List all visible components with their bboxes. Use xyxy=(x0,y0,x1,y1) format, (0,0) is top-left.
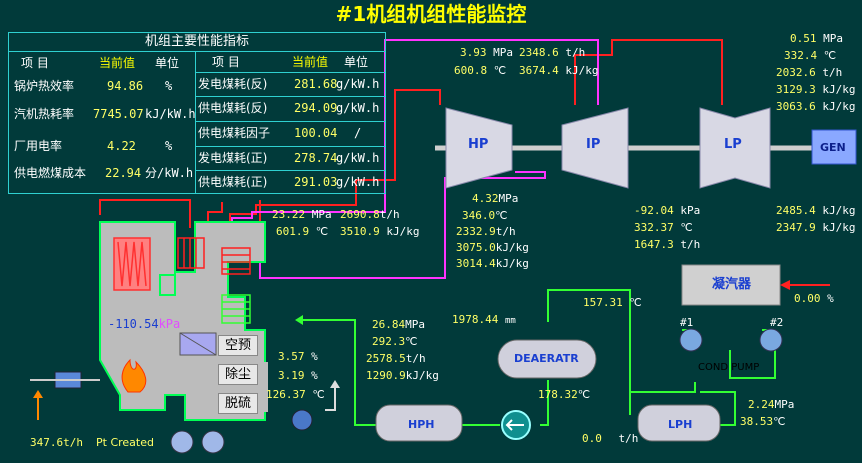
reheater-coils xyxy=(177,237,251,275)
lp-turbine-label: LP xyxy=(724,137,742,152)
fw-enthalpy: 1290.9kJ/kg xyxy=(366,369,439,382)
fw-pressure: 26.84MPa xyxy=(372,318,425,331)
lph-body xyxy=(637,404,721,442)
makeup-value: 0.00 % xyxy=(794,292,834,305)
lph-temp: 38.53℃ xyxy=(740,415,786,428)
deaerator-body xyxy=(497,339,597,379)
deaerator-temp-out: 178.32℃ xyxy=(538,388,591,401)
table-row: 供电煤耗(反) 294.09 g/kW.h xyxy=(196,97,385,122)
main-steam-flow: 2690.8t/h xyxy=(340,208,400,221)
coal-flow: 347.6t/h xyxy=(30,436,83,449)
dust-collector-label: 除尘 xyxy=(218,364,258,385)
economizer-coils xyxy=(221,294,251,324)
performance-table: 机组主要性能指标 项 目 当前值 单位 锅炉热效率 94.86 % 汽机热耗率 … xyxy=(8,32,386,194)
lp-turbine-body xyxy=(699,107,771,189)
lp-out-h2: 3063.6 kJ/kg xyxy=(776,100,856,113)
fw-flow: 2578.5t/h xyxy=(366,352,426,365)
cond-vac-flow: 1647.3 t/h xyxy=(634,238,701,251)
page-title: #1机组机组性能监控 xyxy=(335,2,527,26)
hp-exh-pressure: 4.32MPa xyxy=(472,192,519,205)
lph-label: LPH xyxy=(668,418,693,431)
main-steam-pressure: 23.22 MPa xyxy=(272,208,332,221)
lp-out-temp: 332.4 ℃ xyxy=(784,49,837,62)
hp-turbine-label: HP xyxy=(468,137,489,152)
hp-turbine-body xyxy=(445,107,513,189)
table-col-headers: 项 目 当前值 单位 xyxy=(196,52,385,73)
table-row: 供电煤耗因子 100.04 / xyxy=(196,122,385,147)
generator-label: GEN xyxy=(820,141,846,154)
id-fan-icon xyxy=(291,409,313,431)
lp-exh-enthalpy: 2347.9 kJ/kg xyxy=(776,221,856,234)
feedwater-pipes xyxy=(300,289,776,426)
reheat-temp: 600.8 ℃ xyxy=(454,64,507,77)
hp-exh-temp: 346.0℃ xyxy=(462,209,508,222)
table-row: 厂用电率 4.22 % xyxy=(14,139,173,153)
superheater-coils xyxy=(113,237,151,291)
reheat-enthalpy: 3674.4 kJ/kg xyxy=(519,64,599,77)
fw-temp: 292.3℃ xyxy=(372,335,418,348)
table-left: 项 目 当前值 单位 锅炉热效率 94.86 % 汽机热耗率 7745.07 k… xyxy=(9,52,196,193)
lp-out-h1: 3129.3 kJ/kg xyxy=(776,83,856,96)
table-row: 供电煤耗(正) 291.03 g/kW.h xyxy=(198,175,380,189)
pump-2-label: #2 xyxy=(770,316,784,329)
main-steam-enthalpy: 3510.9 kJ/kg xyxy=(340,225,420,238)
table-row: 发电煤耗(正) 278.74 g/kW.h xyxy=(196,147,385,171)
ip-turbine-body xyxy=(561,107,629,189)
cond-pump-label: COND PUMP xyxy=(698,362,760,373)
reheat-pipes xyxy=(231,39,599,279)
ip-turbine-label: IP xyxy=(586,137,601,152)
fan-2-icon xyxy=(201,430,225,454)
lp-exh-flow: 2485.4 kJ/kg xyxy=(776,204,856,217)
lp-out-pressure: 0.51 MPa xyxy=(790,32,843,45)
exhaust-arrow xyxy=(325,385,336,411)
table-header: 机组主要性能指标 xyxy=(9,33,385,52)
air-preheater-label: 空预 xyxy=(218,335,258,356)
o2-value-2: 3.19 % xyxy=(278,369,318,382)
table-row: 供电燃煤成本 22.94 分/kW.h xyxy=(14,166,194,180)
pt-created-label: Pt Created xyxy=(96,436,154,449)
hp-exh-h2: 3014.4kJ/kg xyxy=(456,257,529,270)
table-right: 项 目 当前值 单位 发电煤耗(反) 281.68 g/kW.h 供电煤耗(反)… xyxy=(196,52,385,193)
generator-body xyxy=(811,129,857,165)
table-col-headers: 项 目 当前值 单位 xyxy=(21,56,180,70)
lph-flow: 0.0 t/h xyxy=(582,432,639,445)
exhaust-temp: 126.37 ℃ xyxy=(266,388,325,401)
hp-exh-h1: 3075.0kJ/kg xyxy=(456,241,529,254)
table-row: 锅炉热效率 94.86 % xyxy=(14,79,173,93)
hph-body xyxy=(375,404,463,442)
lp-out-flow: 2032.6 t/h xyxy=(776,66,843,79)
feedwater-arrow xyxy=(295,315,303,325)
condenser-label: 凝汽器 xyxy=(712,277,752,292)
o2-value-1: 3.57 % xyxy=(278,350,318,363)
flame-icon xyxy=(121,358,147,393)
pump-1-label: #1 xyxy=(680,316,694,329)
fan-1-icon xyxy=(170,430,194,454)
deaerator-label: DEAERATR xyxy=(514,352,579,365)
condenser-body xyxy=(681,264,781,306)
cond-pump-1-icon xyxy=(679,328,703,352)
cond-pump-2-icon xyxy=(759,328,783,352)
reheat-pressure: 3.93 MPa xyxy=(460,46,513,59)
deaerator-temp-in: 157.31 ℃ xyxy=(583,296,642,309)
lph-pressure: 2.24MPa xyxy=(748,398,795,411)
deaerator-level: 1978.44 mm xyxy=(452,313,516,326)
furnace-pressure: -110.54kPa xyxy=(108,317,181,331)
table-row: 发电煤耗(反) 281.68 g/kW.h xyxy=(196,73,385,97)
hph-label: HPH xyxy=(408,418,435,431)
reheat-flow: 2348.6 t/h xyxy=(519,46,586,59)
main-steam-temp: 601.9 ℃ xyxy=(276,225,329,238)
table-row: 汽机热耗率 7745.07 kJ/kW.h xyxy=(14,107,196,121)
cond-vac-temp: 332.37 ℃ xyxy=(634,221,693,234)
desulfurization-label: 脱硫 xyxy=(218,393,258,414)
cond-vac-pressure: -92.04 kPa xyxy=(634,204,701,217)
hp-exh-flow: 2332.9t/h xyxy=(456,225,516,238)
